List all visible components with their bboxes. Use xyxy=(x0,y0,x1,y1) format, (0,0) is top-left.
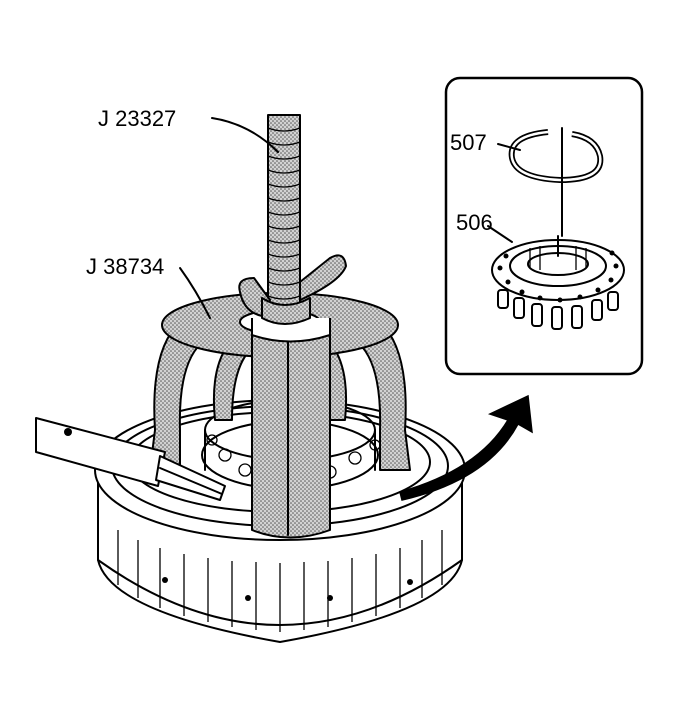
screwdriver-icon xyxy=(35,417,226,501)
spring-compressor-icon xyxy=(149,292,411,539)
label-j38734: J 38734 xyxy=(86,254,164,279)
spring-retainer-icon xyxy=(491,235,625,330)
label-j23327: J 23327 xyxy=(98,106,176,131)
label-507: 507 xyxy=(450,130,487,155)
label-506: 506 xyxy=(456,210,493,235)
snap-ring-icon xyxy=(508,127,604,237)
curved-arrow-icon xyxy=(399,394,533,501)
threaded-screw-icon xyxy=(238,114,347,325)
leader-lines xyxy=(179,117,521,319)
